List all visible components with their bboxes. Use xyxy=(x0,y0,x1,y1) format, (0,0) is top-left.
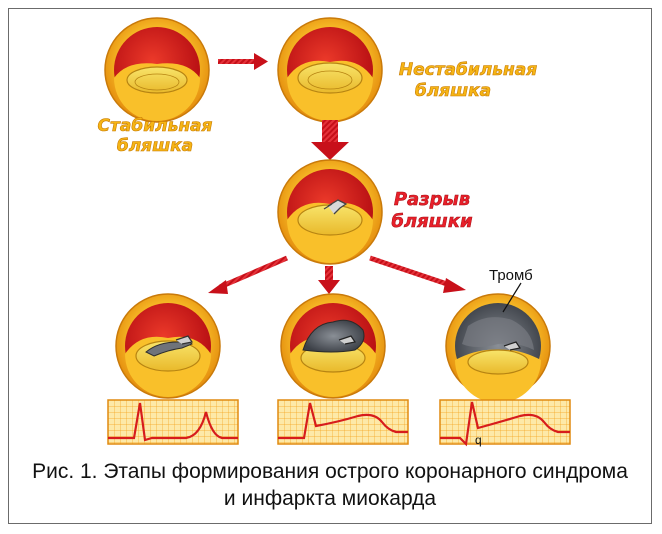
arrow-branch-left xyxy=(208,255,288,294)
vessel-outcome-left xyxy=(115,293,221,399)
arrow-right-1 xyxy=(218,53,268,70)
ecg-strip-right: q xyxy=(439,399,571,447)
label-stable-1: Стабильная xyxy=(98,116,213,136)
vessel-outcome-center xyxy=(280,293,386,399)
label-rupture-1: Разрыв xyxy=(394,189,470,210)
vessel-outcome-right xyxy=(445,293,551,403)
label-unstable-2: бляшка xyxy=(415,81,491,101)
arrow-down-main xyxy=(311,120,349,160)
vessel-stable xyxy=(104,17,210,123)
label-stable-2: бляшка xyxy=(117,136,193,156)
label-thrombus: Тромб xyxy=(489,267,533,284)
caption-line-1: Рис. 1. Этапы формирования острого корон… xyxy=(32,460,628,483)
figure-caption: Рис. 1. Этапы формирования острого корон… xyxy=(10,458,650,512)
arrow-branch-right xyxy=(369,255,466,293)
label-unstable-1: Нестабильная xyxy=(399,60,537,80)
ecg-q-mark: q xyxy=(475,433,482,447)
caption-line-2: и инфаркта миокарда xyxy=(223,487,437,510)
ecg-strip-left xyxy=(107,399,239,445)
label-rupture-2: бляшки xyxy=(391,211,473,232)
arrow-branch-center xyxy=(318,266,340,294)
thrombus-pointer xyxy=(502,282,522,313)
ecg-strip-center xyxy=(277,399,409,445)
vessel-unstable xyxy=(277,17,383,123)
vessel-rupture xyxy=(277,159,383,265)
